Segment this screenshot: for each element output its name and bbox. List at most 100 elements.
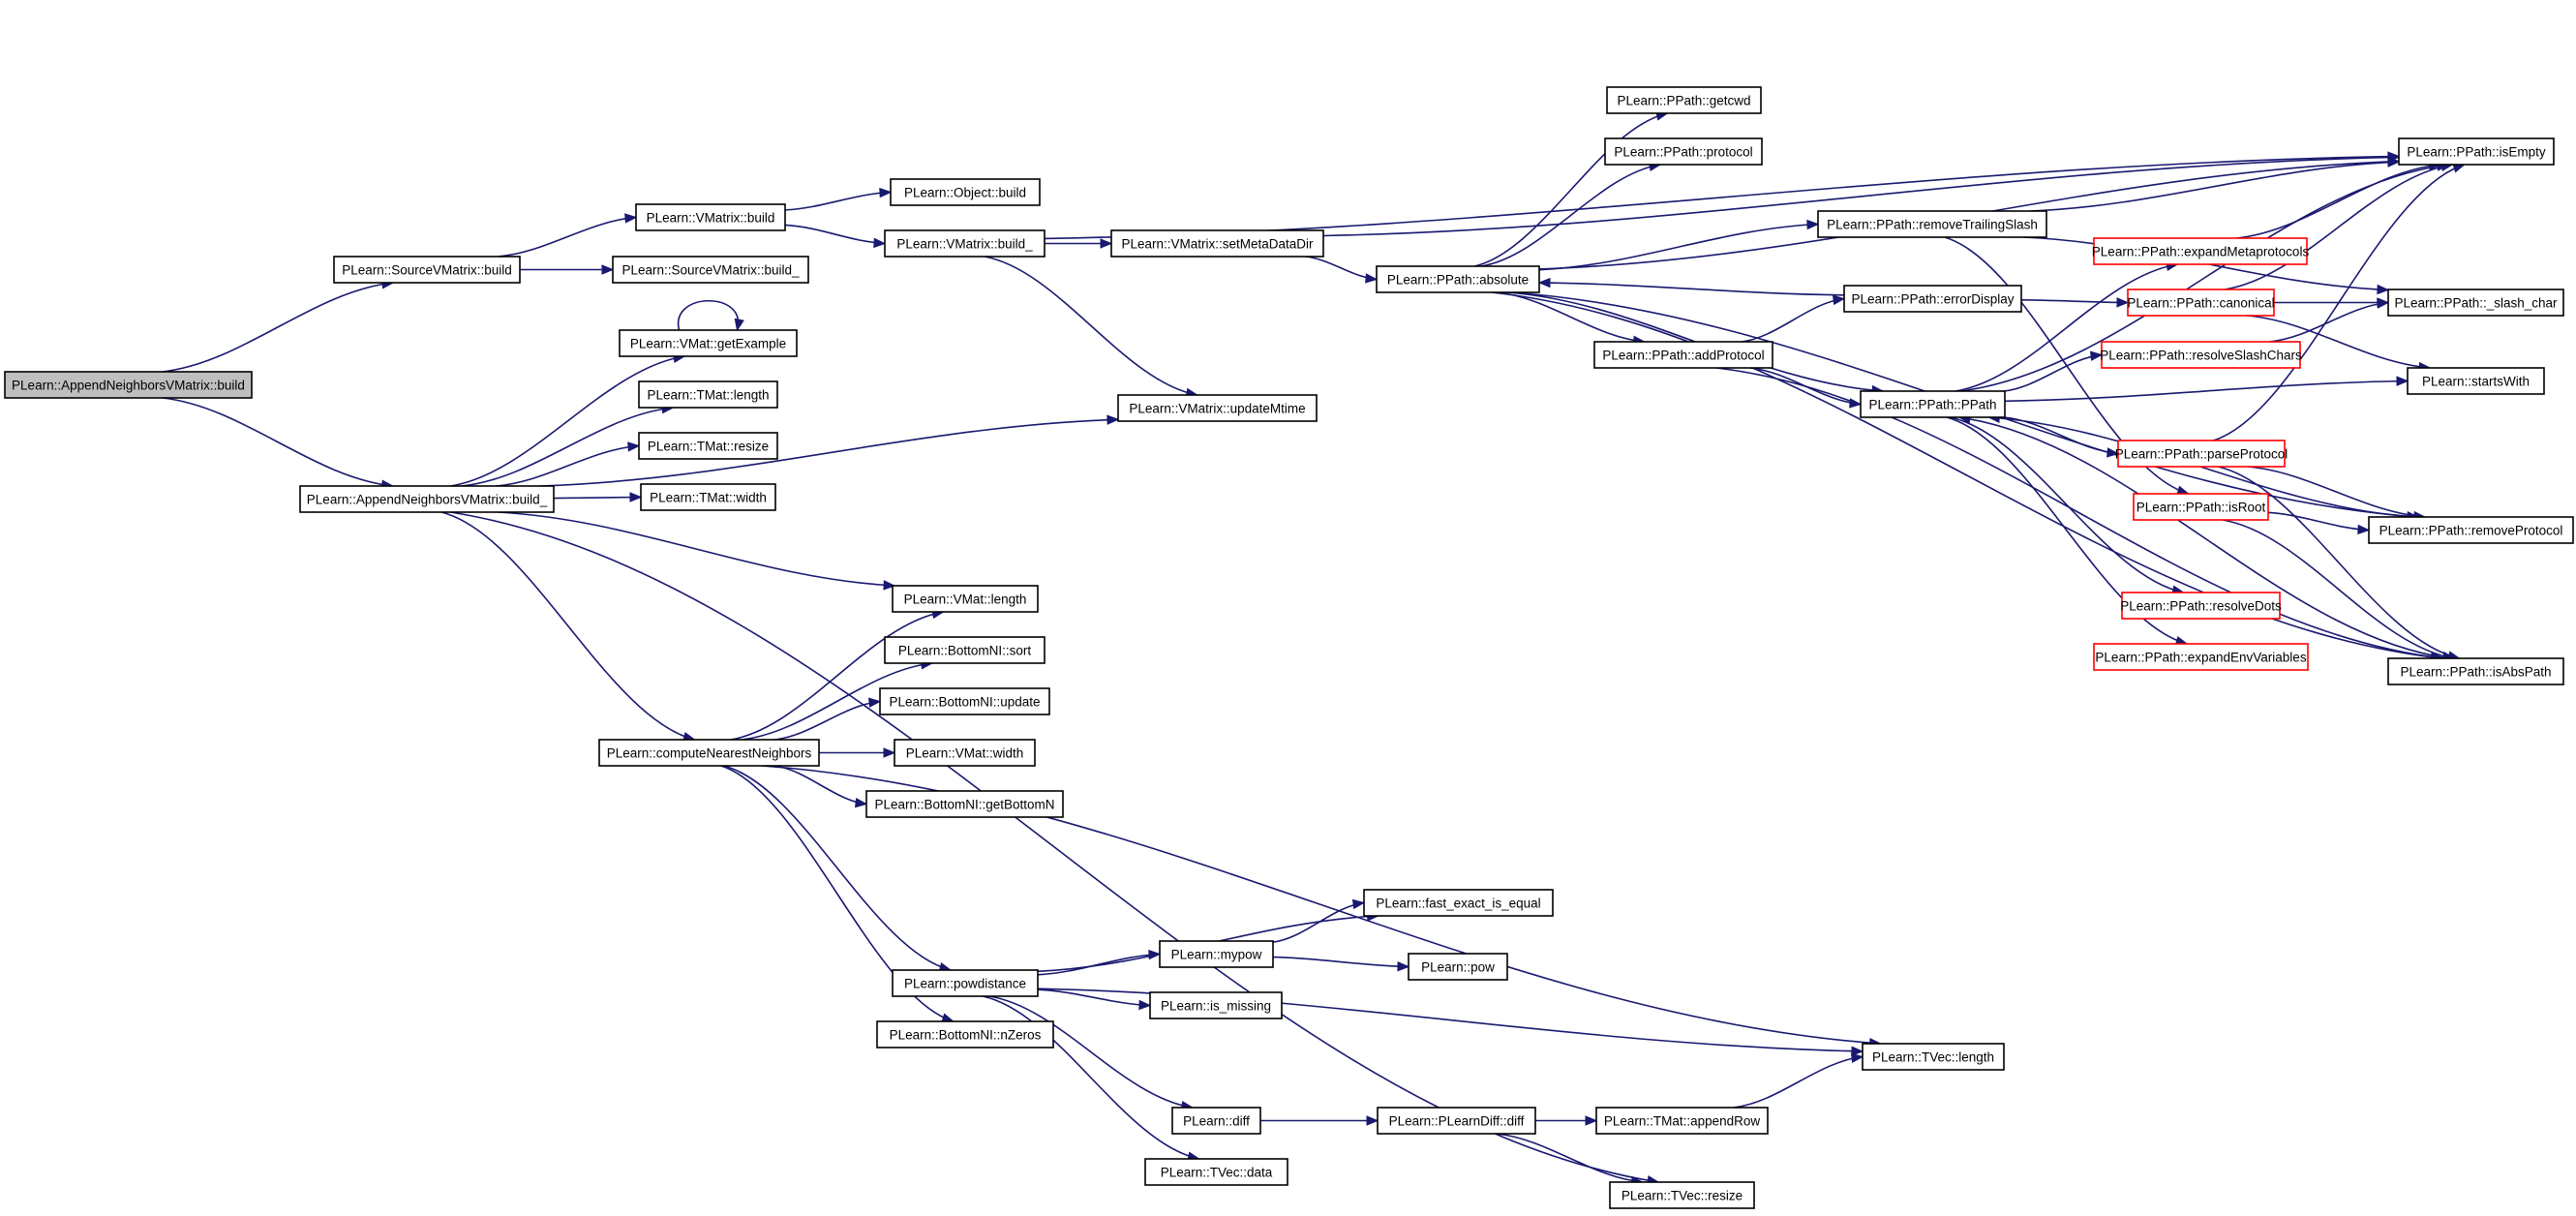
node-label: PLearn::BottomNI::update (889, 695, 1040, 710)
node-box (299, 485, 555, 513)
node-getExample[interactable]: PLearn::VMat::getExample (619, 329, 798, 357)
node-appendRow[interactable]: PLearn::TMat::appendRow (1595, 1107, 1769, 1135)
node-box (1604, 137, 1763, 166)
node-startsWith[interactable]: PLearn::startsWith (2407, 367, 2545, 395)
edge-anBuild_-to-cnn (440, 511, 696, 743)
node-objBuild[interactable]: PLearn::Object::build (890, 178, 1041, 206)
edge-arrowhead (1106, 414, 1120, 425)
node-getBottomN[interactable]: PLearn::BottomNI::getBottomN (865, 790, 1064, 818)
node-slashChar[interactable]: PLearn::PPath::_slash_char (2387, 289, 2564, 317)
node-getcwd[interactable]: PLearn::PPath::getcwd (1606, 86, 1762, 114)
edge-arrowhead (1397, 961, 1410, 972)
node-bnSort[interactable]: PLearn::BottomNI::sort (884, 636, 1046, 664)
node-bnUpdate[interactable]: PLearn::BottomNI::update (879, 687, 1050, 715)
edge-arrowhead (1100, 238, 1113, 249)
edge-line (784, 224, 886, 245)
node-root[interactable]: PLearn::AppendNeighborsVMatrix::build (4, 371, 253, 399)
node-box (1110, 229, 1324, 258)
node-addProtocol[interactable]: PLearn::PPath::addProtocol (1593, 341, 1773, 369)
edge-arrowhead (2377, 298, 2390, 309)
node-isRoot[interactable]: PLearn::PPath::isRoot (2133, 493, 2269, 521)
node-box (1609, 1181, 1755, 1209)
node-label: PLearn::is_missing (1161, 999, 1271, 1014)
node-label: PLearn::Object::build (904, 186, 1026, 200)
node-canonical[interactable]: PLearn::PPath::canonical (2127, 289, 2275, 317)
node-protocol[interactable]: PLearn::PPath::protocol (1604, 137, 1763, 166)
node-box (2101, 341, 2301, 369)
node-label: PLearn::VMat::length (904, 593, 1027, 607)
node-label: PLearn::PPath::errorDisplay (1851, 292, 2014, 307)
node-vmBuild_[interactable]: PLearn::VMatrix::build_ (884, 229, 1046, 258)
node-diff[interactable]: PLearn::diff (1171, 1107, 1261, 1135)
node-isAbsPath[interactable]: PLearn::PPath::isAbsPath (2387, 657, 2564, 685)
node-pow[interactable]: PLearn::pow (1408, 953, 1508, 981)
node-setMeta[interactable]: PLearn::VMatrix::setMetaDataDir (1110, 229, 1324, 258)
node-cnn[interactable]: PLearn::computeNearestNeighbors (598, 739, 820, 767)
node-label: PLearn::TVec::data (1161, 1166, 1273, 1180)
nodes-layer: PLearn::AppendNeighborsVMatrix::buildPLe… (4, 86, 2574, 1209)
node-vmBuild[interactable]: PLearn::VMatrix::build (635, 203, 786, 231)
node-srcBuild_[interactable]: PLearn::SourceVMatrix::build_ (612, 256, 809, 284)
edge-vmBuild_-to-updMtime (985, 256, 1199, 399)
node-label: PLearn::VMatrix::updateMtime (1129, 402, 1305, 416)
node-updMtime[interactable]: PLearn::VMatrix::updateMtime (1117, 394, 1318, 422)
edge-line (1491, 291, 2442, 659)
node-isMissing[interactable]: PLearn::is_missing (1149, 991, 1283, 1019)
node-pdiff[interactable]: PLearn::PLearnDiff::diff (1377, 1107, 1536, 1135)
node-parseProt[interactable]: PLearn::PPath::parseProtocol (2115, 440, 2288, 468)
edge-canonical-to-isEmpty (2224, 161, 2454, 290)
node-nZeros[interactable]: PLearn::BottomNI::nZeros (876, 1020, 1054, 1049)
edge-line (462, 407, 674, 487)
edge-root-to-srcBuild (162, 279, 395, 373)
edge-line (2267, 511, 2370, 532)
node-resSlash[interactable]: PLearn::PPath::resolveSlashChars (2100, 341, 2302, 369)
node-srcBuild[interactable]: PLearn::SourceVMatrix::build (333, 256, 521, 284)
edge-setMeta-to-absolute (1305, 256, 1379, 284)
node-expMeta[interactable]: PLearn::PPath::expandMetaprotocols (2092, 237, 2310, 265)
edge-line (773, 700, 881, 741)
node-powdist[interactable]: PLearn::powdistance (892, 969, 1039, 997)
node-tmResize[interactable]: PLearn::TMat::resize (638, 432, 778, 460)
edge-line (1955, 263, 2178, 392)
edge-arrowhead (873, 237, 887, 249)
edge-addProtocol-to-errDisp (1741, 294, 1846, 343)
edge-line (1538, 223, 1819, 271)
node-errDisp[interactable]: PLearn::PPath::errorDisplay (1843, 285, 2022, 313)
node-box (884, 229, 1046, 258)
node-resDots[interactable]: PLearn::PPath::resolveDots (2120, 592, 2282, 620)
edge-line (2030, 161, 2400, 212)
node-box (1144, 1158, 1288, 1186)
edge-arrowhead (1585, 1115, 1598, 1126)
node-absolute[interactable]: PLearn::PPath::absolute (1376, 265, 1540, 293)
edge-arrowhead (1850, 1052, 1864, 1063)
node-label: PLearn::PPath::resolveSlashChars (2100, 349, 2302, 363)
node-label: PLearn::TVec::length (1872, 1050, 1994, 1065)
edge-line (1946, 416, 2188, 645)
node-vWidth[interactable]: PLearn::VMat::width (894, 739, 1036, 767)
node-mypow[interactable]: PLearn::mypow (1159, 940, 1274, 968)
node-expEnv[interactable]: PLearn::PPath::expandEnvVariables (2093, 643, 2309, 671)
node-tmWidth[interactable]: PLearn::TMat::width (640, 483, 776, 511)
node-label: PLearn::computeNearestNeighbors (607, 746, 812, 761)
node-label: PLearn::PPath::parseProtocol (2115, 447, 2288, 462)
node-rmProt[interactable]: PLearn::PPath::removeProtocol (2368, 516, 2574, 544)
edge-root-to-anBuild_ (162, 397, 395, 490)
edge-line (1538, 282, 1845, 296)
node-tvData[interactable]: PLearn::TVec::data (1144, 1158, 1288, 1186)
node-tmLength[interactable]: PLearn::TMat::length (638, 380, 778, 409)
node-label: PLearn::TVec::resize (1621, 1189, 1743, 1203)
node-tvResize[interactable]: PLearn::TVec::resize (1609, 1181, 1755, 1209)
node-box (1149, 991, 1283, 1019)
node-isEmpty[interactable]: PLearn::PPath::isEmpty (2398, 137, 2555, 166)
node-fastEq[interactable]: PLearn::fast_exact_is_equal (1363, 889, 1554, 917)
node-label: PLearn::PPath::canonical (2127, 296, 2274, 311)
node-vLength[interactable]: PLearn::VMat::length (892, 585, 1039, 613)
edge-line (761, 765, 1881, 1045)
node-rmTrail[interactable]: PLearn::PPath::removeTrailingSlash (1817, 210, 2047, 238)
node-label: PLearn::VMatrix::setMetaDataDir (1121, 237, 1314, 252)
edge-cnn-to-vWidth (819, 747, 896, 758)
edge-arrowhead (883, 580, 896, 591)
node-anBuild_[interactable]: PLearn::AppendNeighborsVMatrix::build_ (299, 485, 555, 513)
node-ppath[interactable]: PLearn::PPath::PPath (1860, 390, 2006, 418)
node-tvLength[interactable]: PLearn::TVec::length (1862, 1043, 2005, 1071)
